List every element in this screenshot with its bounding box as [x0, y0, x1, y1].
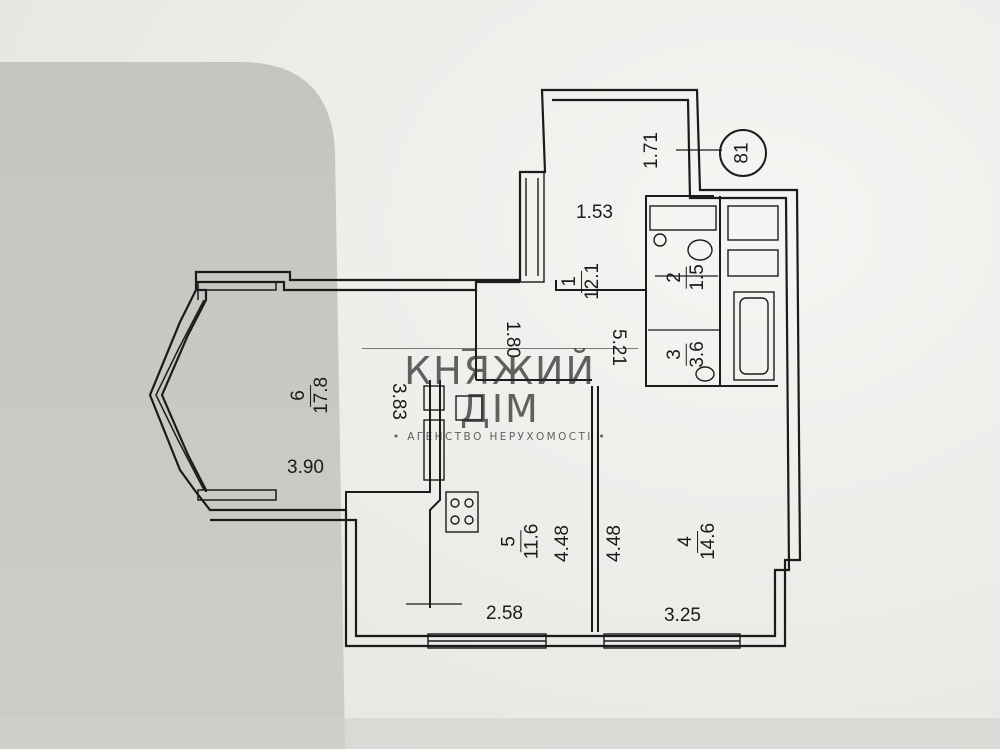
windows — [427, 171, 741, 649]
kitchen-fixtures — [423, 385, 483, 533]
room-number: 4 — [675, 536, 697, 547]
room-4-label: 4 14.6 — [675, 522, 719, 560]
watermark-title: КНЯЖИЙ ДІМ — [404, 349, 596, 431]
dimension-label: 3.25 — [664, 605, 701, 626]
room-area: 14.6 — [697, 522, 719, 560]
apartment-number-marker: 81 — [719, 129, 767, 177]
dimension-label: 2.58 — [486, 603, 523, 624]
dimension-label: 1.71 — [640, 132, 662, 169]
hand-shadow — [0, 62, 345, 749]
watermark-subtitle: • АГЕНСТВО НЕРУХОМОСТІ • — [392, 431, 608, 443]
bathroom-fixtures — [649, 205, 779, 382]
dimension-label: 3.90 — [287, 457, 324, 478]
bay-window — [155, 281, 277, 501]
interior-walls — [345, 195, 778, 632]
watermark-rule — [362, 348, 638, 349]
agency-watermark: КНЯЖИЙ ДІМ • АГЕНСТВО НЕРУХОМОСТІ • — [362, 348, 638, 443]
dimension-label: 1.53 — [576, 202, 613, 223]
room-3-label: 3 3.6 — [663, 341, 708, 368]
room-area: 11.6 — [521, 523, 543, 560]
room-number: 1 — [559, 276, 581, 287]
dimension-lines — [406, 149, 722, 605]
room-6-label: 6 17.8 — [288, 376, 332, 414]
apartment-number: 81 — [731, 142, 753, 164]
dimension-label: 4.48 — [603, 525, 625, 562]
room-area: 1.5 — [686, 264, 708, 291]
room-area: 17.8 — [310, 376, 332, 414]
room-area: 3.6 — [686, 341, 708, 368]
room-number: 2 — [663, 272, 685, 283]
room-area: 12.1 — [581, 262, 603, 300]
room-2-label: 2 1.5 — [663, 264, 708, 291]
room-number: 6 — [288, 390, 310, 401]
room-number: 3 — [663, 349, 685, 360]
dimension-label: 4.48 — [551, 525, 573, 562]
room-number: 5 — [498, 536, 520, 547]
room-1-label: 1 12.1 — [559, 262, 603, 300]
room-5-label: 5 11.6 — [498, 523, 543, 560]
balcony — [355, 520, 428, 637]
